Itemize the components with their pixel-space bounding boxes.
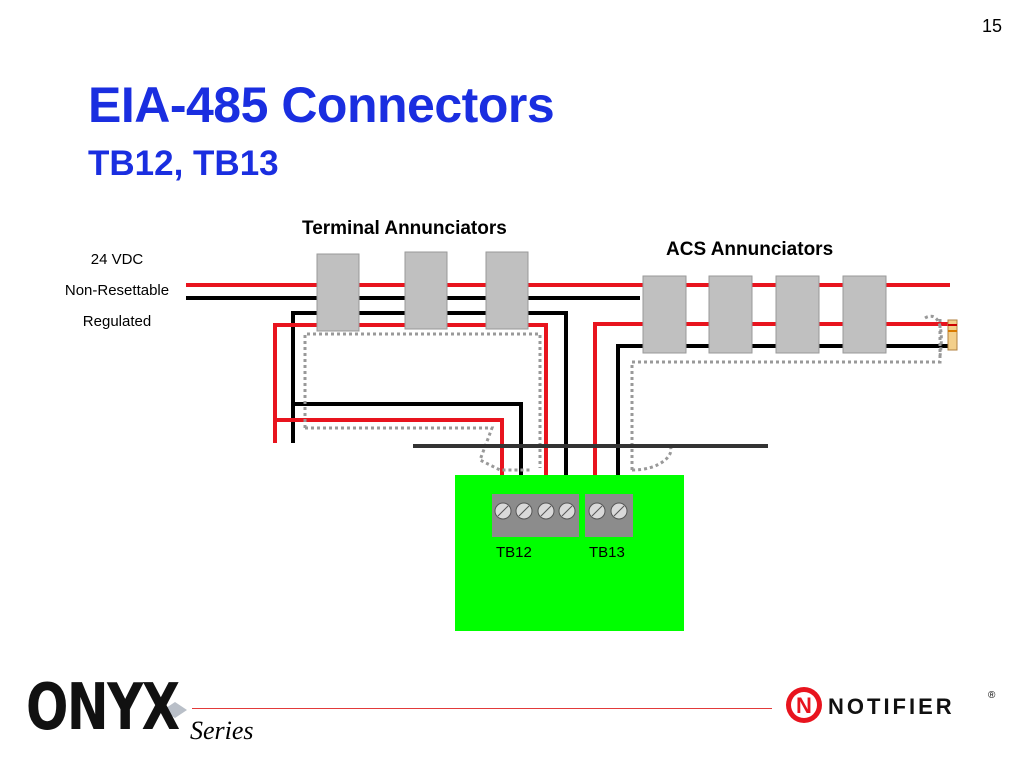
acs-annunciators-label: ACS Annunciators — [666, 239, 834, 260]
acs-annunciator-1 — [642, 275, 687, 354]
shield-acs — [630, 318, 942, 470]
terminal-annunciator-2 — [404, 251, 448, 330]
footer-divider — [192, 708, 772, 709]
slide-title: EIA-485 Connectors — [88, 77, 555, 133]
registered-mark: ® — [988, 690, 996, 701]
power-label-voltage: 24 VDC — [90, 251, 144, 268]
data-wire-terminal-return — [291, 313, 523, 494]
terminal-annunciator-1 — [316, 253, 360, 332]
notifier-logo: NOTIFIER — [828, 694, 955, 719]
series-tagline: Series — [190, 716, 254, 745]
data-wire-acs-drop — [616, 344, 650, 494]
end-of-line-resistor — [947, 319, 958, 351]
shield-end-loop — [924, 314, 943, 357]
page-number: 15 — [981, 16, 1002, 36]
shield-terminal — [303, 332, 542, 468]
terminal-annunciator-3 — [485, 251, 529, 330]
onyx-logo: ONYX — [26, 671, 180, 745]
onyx-diamond-icon — [163, 702, 187, 718]
power-label-type: Non-Resettable — [64, 282, 170, 299]
power-wire-terminal-return — [273, 325, 504, 494]
acs-annunciator-3 — [775, 275, 820, 354]
acs-annunciator-2 — [708, 275, 753, 354]
slide-subtitle: TB12, TB13 — [88, 144, 279, 183]
terminal-annunciators-label: Terminal Annunciators — [302, 218, 507, 239]
power-label-regulation: Regulated — [82, 313, 152, 330]
tb12-label: TB12 — [496, 544, 532, 561]
shield-terminal-loop — [305, 426, 530, 472]
tb12-screws — [494, 502, 576, 520]
power-wire-acs-drop — [593, 322, 650, 494]
tb13-screws — [588, 502, 628, 520]
svg-text:N: N — [796, 693, 812, 718]
shield-acs-loop — [631, 445, 673, 472]
notifier-logo-icon: N — [786, 687, 822, 723]
acs-annunciator-4 — [842, 275, 887, 354]
tb13-label: TB13 — [589, 544, 625, 561]
